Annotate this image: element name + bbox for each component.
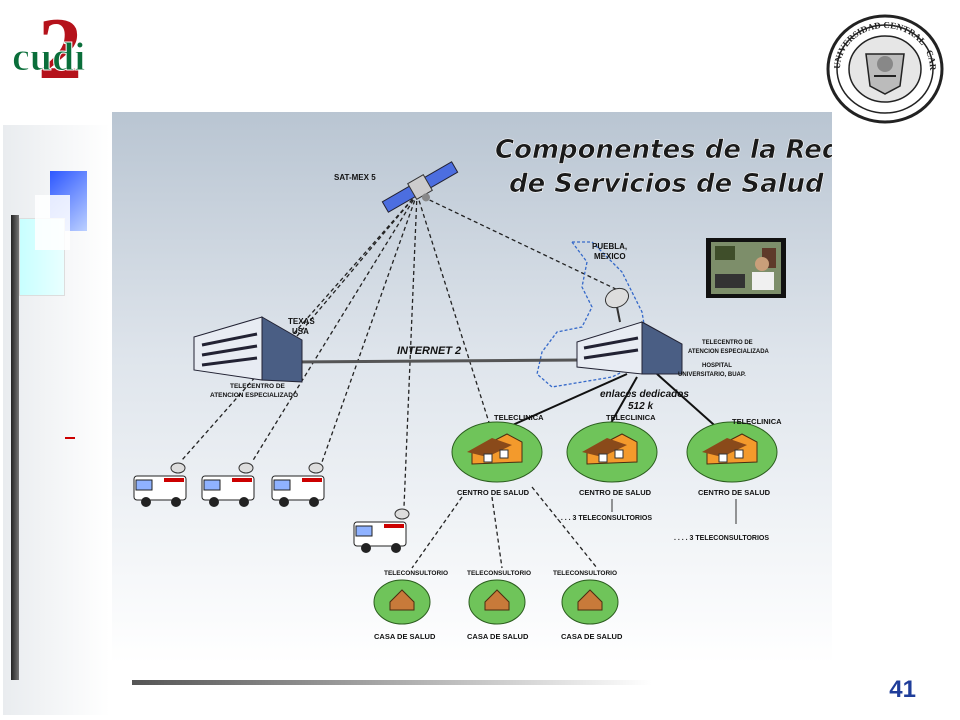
puebla-map-outline <box>536 241 648 388</box>
mexico-label: MEXICO <box>594 252 626 261</box>
centro-de-salud-label-1: CENTRO DE SALUD <box>457 488 530 497</box>
centro-de-salud-1 <box>451 421 543 483</box>
enlaces-dedicados-label: enlaces dedicados <box>600 389 689 400</box>
centro-de-salud-2 <box>566 421 658 483</box>
ambulance-icon-1 <box>133 462 187 507</box>
teleconsultorios-label-2: . . . . 3 TELECONSULTORIOS <box>674 535 769 542</box>
centro-de-salud-3 <box>686 421 778 483</box>
teleconsultorios-label-1: . . . . 3 TELECONSULTORIOS <box>557 515 652 522</box>
red-dash-mark <box>65 437 75 439</box>
satellite-icon <box>381 161 459 213</box>
diagram-title-line1: Componentes de la Red <box>495 135 832 165</box>
teleclinica-label-1: TELECLINICA <box>494 413 544 422</box>
satellite-links <box>181 193 623 569</box>
hospital-label-2: UNIVERSITARIO, BUAP. <box>678 372 746 378</box>
ambulance-icon-4 <box>353 508 410 553</box>
internet2-label: INTERNET 2 <box>397 345 461 357</box>
telecentro-left-label-1: TELECENTRO DE <box>230 383 286 390</box>
teleconsultorio-label-2: TELECONSULTORIO <box>467 570 531 577</box>
texas-label: TEXAS <box>288 317 315 326</box>
centro-de-salud-label-3: CENTRO DE SALUD <box>698 488 771 497</box>
casa-de-salud-label-1: CASA DE SALUD <box>374 632 436 641</box>
casa-de-salud-2 <box>468 579 526 625</box>
teleclinica-label-2: TELECLINICA <box>606 413 656 422</box>
satellite-label: SAT-MEX 5 <box>334 173 376 182</box>
university-seal-logo: UNIVERSIDAD CENTRAL · CARACAS - VENEZUEL… <box>826 14 944 124</box>
cudi-logo: 2 cudi <box>12 8 86 98</box>
hospital-label-1: HOSPITAL <box>702 363 732 369</box>
casa-de-salud-label-2: CASA DE SALUD <box>467 632 529 641</box>
puebla-label: PUEBLA, <box>592 242 627 251</box>
page-number: 41 <box>889 676 916 703</box>
teleconsultorio-label-3: TELECONSULTORIO <box>553 570 617 577</box>
casa-de-salud-3 <box>561 579 619 625</box>
internet2-link <box>291 358 581 364</box>
decorative-white-square <box>35 195 70 250</box>
decorative-gray-bar <box>11 215 19 680</box>
centro-de-salud-label-2: CENTRO DE SALUD <box>579 488 652 497</box>
teleconsultorio-label-1: TELECONSULTORIO <box>384 570 448 577</box>
teleclinica-label-3: TELECLINICA <box>732 417 782 426</box>
dedicated-links <box>496 373 723 433</box>
bottom-gradient-bar <box>132 680 652 685</box>
logo-text: cudi <box>12 34 85 79</box>
telemedicine-photo <box>706 238 786 298</box>
casa-de-salud-1 <box>373 579 431 625</box>
building-right-icon <box>576 321 683 375</box>
telecentro-right-label-1: TELECENTRO DE <box>702 340 753 346</box>
enlaces-speed-label: 512 k <box>628 401 653 412</box>
telecentro-right-label-2: ATENCION ESPECIALIZADA <box>688 349 770 355</box>
telecentro-left-label-2: ATENCION ESPECIALIZADO <box>210 392 298 399</box>
satellite-dish-icon <box>604 287 630 323</box>
building-left-icon <box>193 316 303 383</box>
diagram-title-line2: de Servicios de Salud <box>509 169 824 199</box>
logo-numeral: 2 <box>38 8 82 98</box>
ambulance-icon-3 <box>271 462 325 507</box>
ambulance-icon-2 <box>201 462 255 507</box>
casa-de-salud-label-3: CASA DE SALUD <box>561 632 623 641</box>
usa-label: USA <box>292 327 309 336</box>
network-diagram: Componentes de la Red de Servicios de Sa… <box>112 112 832 664</box>
